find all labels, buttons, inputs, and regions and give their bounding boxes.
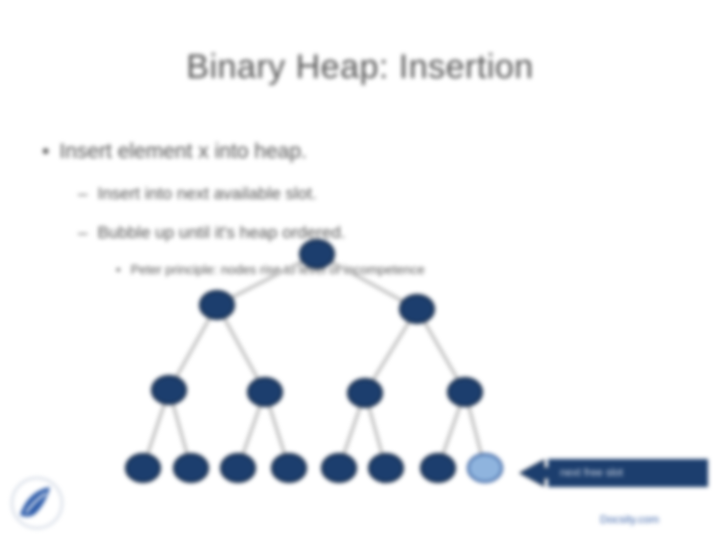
bullet-level1: • Insert element x into heap. xyxy=(42,140,307,164)
bullet-level2-insert: –Insert into next available slot. xyxy=(78,184,317,204)
tree-edge xyxy=(316,252,418,311)
heap-node xyxy=(347,378,383,408)
next-free-slot-node xyxy=(467,453,503,483)
slide-title: Binary Heap: Insertion xyxy=(186,48,534,86)
heap-node xyxy=(321,453,357,483)
tree-edge xyxy=(215,304,267,393)
heap-node xyxy=(199,290,235,320)
docsity-logo-icon xyxy=(11,477,63,529)
heap-node xyxy=(151,375,187,405)
tree-edge xyxy=(415,308,467,393)
heap-node xyxy=(447,377,483,407)
heap-node xyxy=(271,453,307,483)
heap-node xyxy=(125,453,161,483)
heap-node xyxy=(299,239,335,269)
footer-text: Docsity.com xyxy=(600,514,660,526)
bullet-marker: – xyxy=(78,184,88,203)
tree-edge xyxy=(216,252,318,307)
heap-node xyxy=(368,453,404,483)
next-free-slot-label: next free slot xyxy=(548,459,708,487)
bullet-level2-bubble: –Bubble up until it's heap ordered. xyxy=(78,223,346,243)
heap-node xyxy=(220,453,256,483)
bullet-marker: • xyxy=(42,140,50,163)
bullet-text: Insert element x into heap. xyxy=(59,140,307,163)
heap-node xyxy=(420,453,456,483)
bullet-marker: • xyxy=(116,262,121,277)
bullet-marker: – xyxy=(78,223,88,242)
tree-edges xyxy=(141,252,487,469)
tree-edge xyxy=(167,304,219,391)
heap-node xyxy=(247,377,283,407)
tree-edge xyxy=(363,308,419,394)
heap-node xyxy=(399,294,435,324)
heap-node xyxy=(173,453,209,483)
bullet-text: Bubble up until it's heap ordered. xyxy=(97,223,346,242)
bullet-text: Insert into next available slot. xyxy=(97,184,317,203)
tree-nodes xyxy=(125,239,503,483)
